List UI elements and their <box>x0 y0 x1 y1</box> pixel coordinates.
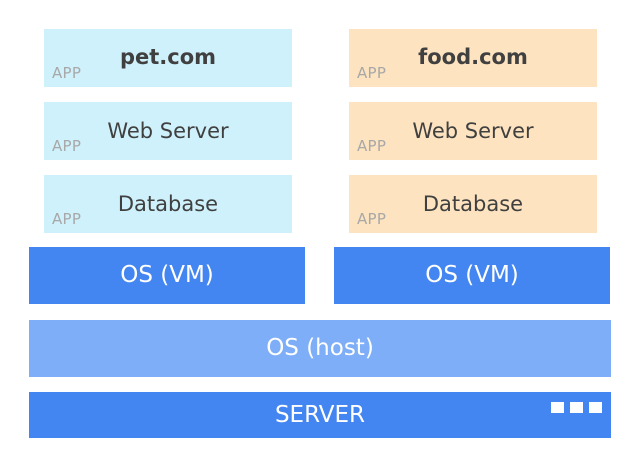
left-app-label: pet.com <box>119 45 217 69</box>
server-dot <box>551 402 564 413</box>
server-layer: SERVER <box>29 392 611 438</box>
left-database-box: Database APP <box>44 175 292 233</box>
left-os-vm-layer: OS (VM) <box>29 247 305 304</box>
three-square-dots-icon <box>551 402 602 413</box>
left-webserver-label: Web Server <box>107 119 229 143</box>
os-host-layer: OS (host) <box>29 320 611 377</box>
right-webserver-box: Web Server APP <box>349 102 597 160</box>
right-webserver-label: Web Server <box>412 119 534 143</box>
right-database-label: Database <box>422 192 524 216</box>
left-database-label: Database <box>117 192 219 216</box>
left-app-box: pet.com APP <box>44 29 292 87</box>
left-webserver-tag: APP <box>52 137 82 155</box>
left-os-vm-label: OS (VM) <box>120 262 214 288</box>
left-webserver-box: Web Server APP <box>44 102 292 160</box>
right-webserver-tag: APP <box>357 137 387 155</box>
right-app-box: food.com APP <box>349 29 597 87</box>
right-os-vm-layer: OS (VM) <box>334 247 610 304</box>
left-app-tag: APP <box>52 64 82 82</box>
server-label: SERVER <box>274 402 366 428</box>
right-app-label: food.com <box>418 45 528 69</box>
right-database-box: Database APP <box>349 175 597 233</box>
os-host-label: OS (host) <box>266 335 374 361</box>
right-os-vm-label: OS (VM) <box>425 262 519 288</box>
server-dot <box>570 402 583 413</box>
right-database-tag: APP <box>357 210 387 228</box>
server-dot <box>589 402 602 413</box>
right-app-tag: APP <box>357 64 387 82</box>
left-database-tag: APP <box>52 210 82 228</box>
